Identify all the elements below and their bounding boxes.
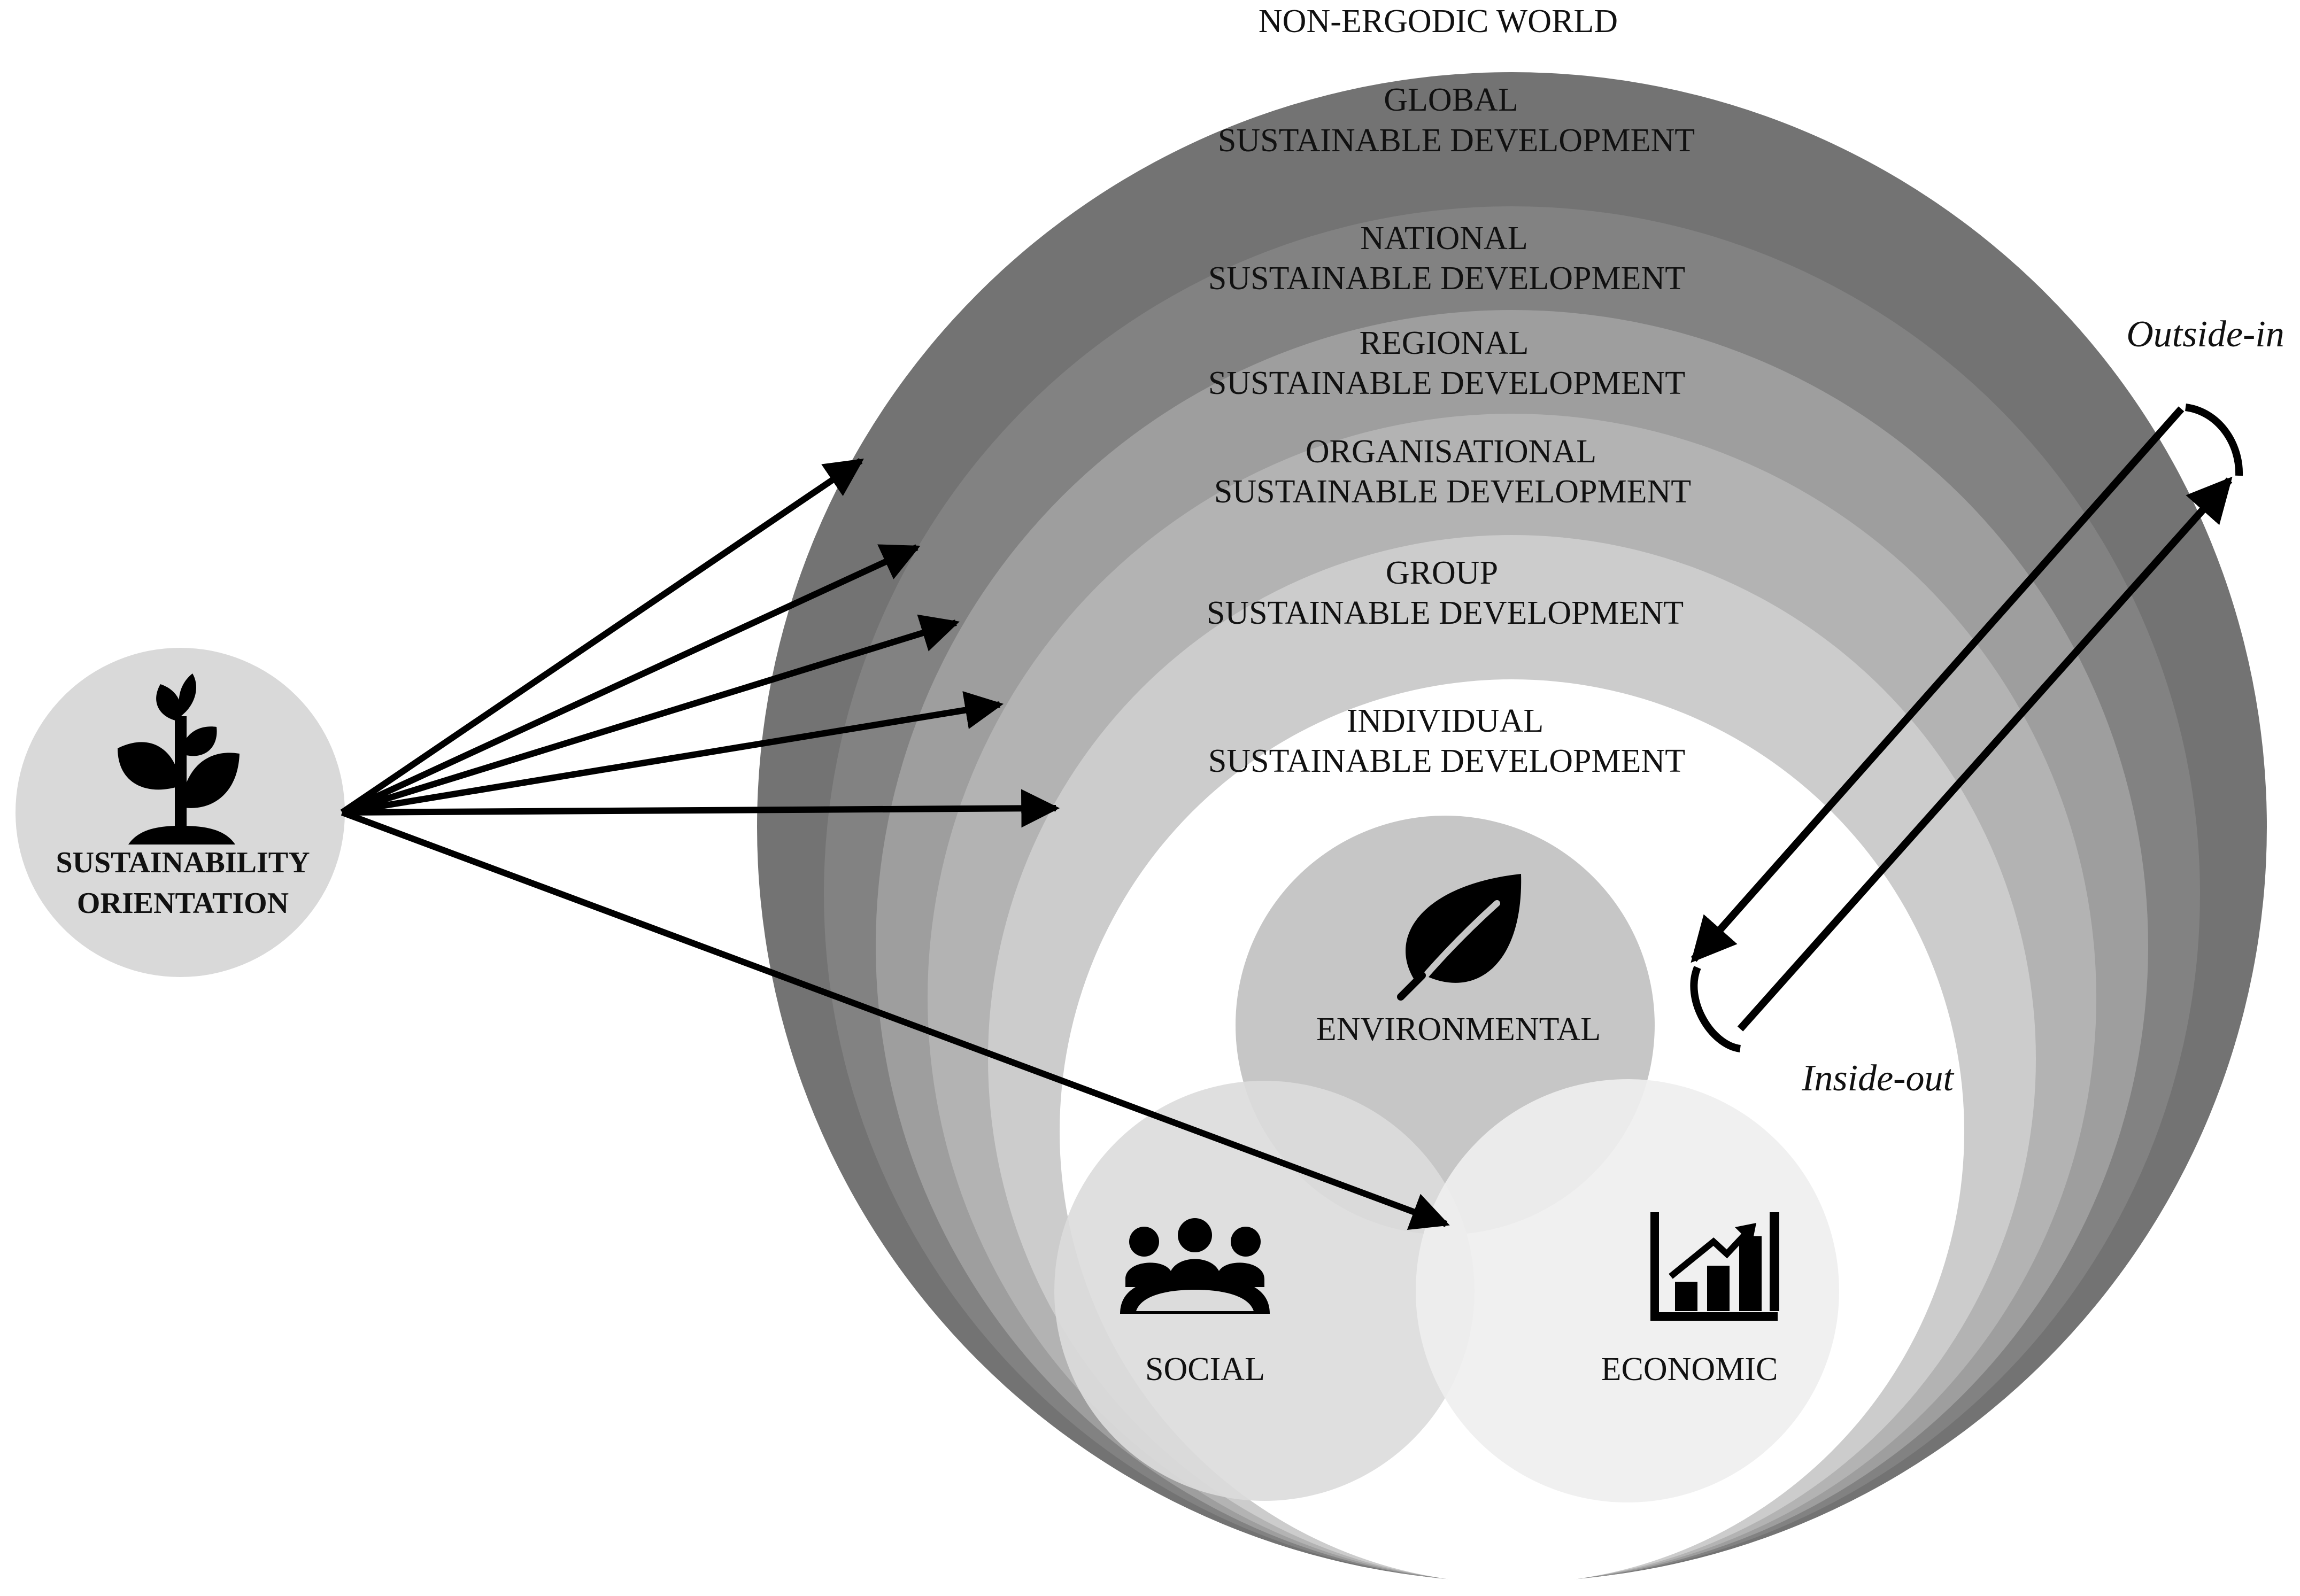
environmental-label: ENVIRONMENTAL <box>1316 1011 1601 1048</box>
level-group-subtitle: SUSTAINABLE DEVELOPMENT <box>1207 595 1684 631</box>
social-label: SOCIAL <box>1145 1351 1265 1388</box>
outside-in-label: Outside-in <box>2126 314 2284 355</box>
inside-out-label: Inside-out <box>1801 1058 1954 1099</box>
world-label: NON-ERGODIC WORLD <box>1259 3 1618 40</box>
arrow-to-regional <box>341 614 960 816</box>
level-individual-title: INDIVIDUAL <box>1347 703 1543 739</box>
inside-out-arrow <box>1737 476 2233 1032</box>
flow-loop <box>1690 404 2243 1052</box>
orientation-arrows <box>340 458 1450 1230</box>
level-group-title: GROUP <box>1386 555 1498 591</box>
economic-circle <box>1416 1079 1839 1502</box>
level-regional-subtitle: SUSTAINABLE DEVELOPMENT <box>1208 365 1685 401</box>
social-circle <box>1054 1081 1475 1501</box>
orientation-label-line1: SUSTAINABILITY <box>56 846 310 879</box>
economic-label: ECONOMIC <box>1601 1351 1778 1388</box>
level-global-title: GLOBAL <box>1384 82 1518 118</box>
arrow-to-global <box>340 458 864 815</box>
level-national-title: NATIONAL <box>1360 220 1527 257</box>
arrow-to-organisational <box>342 691 1004 816</box>
leaf-icon <box>1397 874 1522 1001</box>
arrow-to-group <box>342 789 1060 828</box>
arrow-to-national <box>341 544 921 816</box>
arrow-to-individual <box>341 809 1450 1230</box>
inside-out-curve <box>1690 966 1741 1052</box>
plant-sprout-icon <box>118 673 240 845</box>
level-organisational-title: ORGANISATIONAL <box>1306 433 1596 470</box>
level-regional-title: REGIONAL <box>1360 325 1529 361</box>
level-global-subtitle: SUSTAINABLE DEVELOPMENT <box>1218 122 1695 159</box>
outside-in-curve <box>2185 404 2243 476</box>
outside-in-arrow <box>1691 406 2185 963</box>
pillars-group <box>1054 816 1839 1502</box>
level-national-subtitle: SUSTAINABLE DEVELOPMENT <box>1208 260 1685 297</box>
level-organisational-subtitle: SUSTAINABLE DEVELOPMENT <box>1214 474 1691 510</box>
level-individual-subtitle: SUSTAINABLE DEVELOPMENT <box>1208 743 1685 779</box>
orientation-label-line2: ORIENTATION <box>77 887 289 920</box>
bar-chart-growth-icon <box>1650 1212 1779 1321</box>
people-group-icon <box>1120 1218 1270 1314</box>
